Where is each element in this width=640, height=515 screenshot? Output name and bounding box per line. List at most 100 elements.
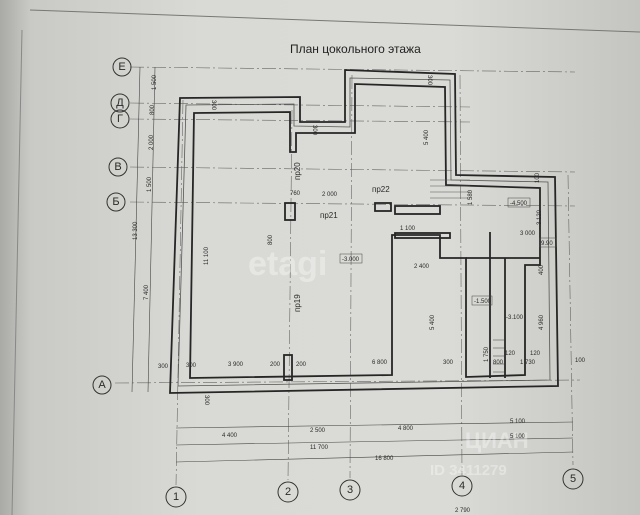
dim-label: 5 100 (510, 434, 526, 440)
dim-label: 1 100 (400, 226, 416, 232)
bottom-dimensions: 4 400 2 500 4 800 5 100 11 700 5 100 16 … (222, 419, 526, 514)
axis-label-col: 3 (347, 484, 353, 496)
axis-label-col: 4 (459, 480, 465, 492)
row-axis-bubbles: Е Д Г В Б А (92, 57, 132, 395)
level-marks: -3.000 -4.500 -1.500 -3.100 9.90 (339, 197, 557, 321)
axis-label-col: 2 (285, 486, 291, 498)
watermark-cian: ЦИАН (465, 428, 529, 453)
col-axis-bubbles: 1 2 3 4 5 (165, 468, 584, 508)
room-labels: пр19 пр20 пр21 пр22 (293, 162, 390, 312)
watermark-cian-id: ID 3411279 (430, 462, 507, 479)
dim-label: 1 730 (520, 360, 536, 366)
dim-label: 5 400 (424, 129, 430, 145)
dim-label: 2 500 (310, 428, 326, 434)
grid-rows (114, 66, 581, 384)
axis-label-col: 5 (570, 473, 576, 485)
grid-line-3 (349, 74, 353, 479)
dim-label: 100 (535, 172, 541, 183)
dim-label: 4 800 (398, 426, 414, 432)
level-stair: -3.100 (506, 315, 524, 321)
level-main: -3.000 (342, 257, 360, 263)
dim-label: 1 500 (152, 74, 158, 90)
level-small: 9.90 (541, 241, 553, 247)
grid-line-5 (567, 174, 574, 466)
grid-line-4 (459, 74, 463, 476)
outer-wall (169, 69, 559, 394)
dim-label: 16 800 (375, 456, 394, 462)
dim-label: 2 000 (149, 134, 155, 150)
partition-pr22 (394, 205, 441, 215)
dim-label: 800 (493, 360, 504, 366)
dim-label: 11 100 (204, 246, 210, 265)
dim-label: 3 000 (520, 231, 536, 237)
level-lower-mid: -1.500 (474, 299, 492, 305)
dim-label: 5 400 (430, 314, 436, 330)
axis-label-row: Е (118, 61, 125, 73)
dimension-lines (131, 66, 574, 463)
left-dimensions: 1 500 800 2 000 1 500 7 400 13 300 (133, 74, 158, 300)
axis-label-row: Б (112, 196, 119, 208)
axis-label-col: 1 (173, 491, 179, 503)
room-label-pr20: пр20 (293, 162, 302, 180)
dim-label: 1 750 (484, 346, 490, 362)
dim-label: 300 (158, 364, 169, 370)
dim-label: 1 500 (147, 176, 153, 192)
axis-label-row: Г (117, 113, 123, 125)
paper-edge (29, 9, 640, 33)
stairs (430, 179, 504, 373)
dim-label: 7 400 (144, 284, 150, 300)
dim-label: 11 700 (310, 445, 329, 451)
dim-label: 6 800 (372, 360, 388, 366)
column-pr21 (284, 202, 296, 221)
grid-line-B (129, 201, 576, 207)
grid-line-V (129, 166, 576, 173)
grid-line-G (129, 118, 471, 123)
dim-label: 4 400 (222, 433, 238, 439)
dim-label: 3 120 (537, 209, 543, 225)
dim-label: 200 (296, 362, 307, 368)
dim-label: 760 (290, 191, 301, 197)
grid-line-1 (175, 99, 184, 486)
room-label-pr22: пр22 (372, 185, 390, 194)
dim-label: 13 300 (133, 221, 139, 240)
dim-label: 300 (186, 363, 197, 369)
wall-inner-line (177, 77, 551, 387)
partitions (283, 202, 540, 381)
dim-label: 300 (203, 395, 209, 406)
watermark-etagi: etagi (248, 245, 327, 283)
dim-label: 120 (505, 351, 516, 357)
dim-label: 300 (311, 125, 317, 136)
dim-label: 300 (426, 75, 432, 86)
grid-line-D (129, 102, 471, 108)
dim-label: 400 (539, 264, 545, 275)
column (374, 202, 392, 212)
dim-label: 800 (150, 104, 156, 115)
dim-label: 800 (268, 234, 274, 245)
room-label-pr19: пр19 (293, 294, 302, 312)
dim-label: 120 (530, 351, 541, 357)
inner-wall (189, 83, 541, 379)
interior-dimensions: 11 100 5 400 5 400 3 900 6 800 300 300 3… (158, 75, 586, 406)
dim-label: 300 (443, 360, 454, 366)
dim-label: 3 900 (228, 362, 244, 368)
axis-label-row: А (98, 379, 106, 391)
watermark: etagi ЦИАН ID 3411279 (248, 245, 529, 479)
paper-edge (11, 29, 23, 515)
level-upper-right: -4.500 (510, 201, 528, 207)
grid-line-2 (287, 109, 293, 481)
partition (394, 232, 451, 239)
axis-label-row: В (114, 161, 121, 173)
dim-label: 5 100 (510, 419, 526, 425)
plan-title: План цокольного этажа (290, 42, 421, 56)
dim-label: 2 790 (455, 508, 471, 514)
dim-label: 200 (270, 362, 281, 368)
grid-cols (175, 74, 574, 486)
dim-label: 2 000 (322, 192, 338, 198)
dim-label: 100 (575, 358, 586, 364)
axis-label-row: Д (116, 97, 124, 109)
room-label-pr21: пр21 (320, 211, 338, 220)
dim-label: 2 400 (414, 264, 430, 270)
dim-label: 300 (210, 100, 216, 111)
